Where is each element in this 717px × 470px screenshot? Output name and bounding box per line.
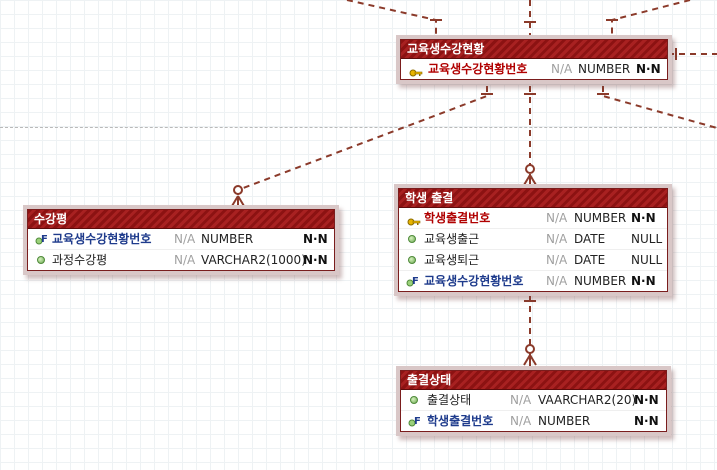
column-na: N/A [546, 274, 568, 288]
entity-attendance-title: 학생 출결 [399, 189, 667, 208]
column-constraint: N·N [634, 414, 659, 428]
column-type: NUMBER [574, 211, 627, 225]
key-icon [409, 64, 423, 77]
column-name: 교육생수강현황번호 [428, 62, 528, 76]
column-na: N/A [174, 232, 196, 246]
column-row[interactable]: 교육생수강현황번호 N/A NUMBER N·N [401, 59, 667, 79]
column-type: NUMBER [574, 274, 627, 288]
entity-attendance[interactable]: 학생 출결 학생출결번호 N/A NUMBER N·N 교육생출근 N/A DA… [398, 188, 668, 292]
column-na: N/A [551, 62, 573, 76]
column-type: VAARCHAR2(20) [538, 393, 637, 407]
column-na: N/A [510, 393, 532, 407]
column-na: N/A [546, 211, 568, 225]
column-type: NUMBER [578, 62, 631, 76]
column-type: NUMBER [538, 414, 591, 428]
relationship-offscreen-right-top [606, 0, 691, 38]
column-type: NUMBER [201, 232, 254, 246]
entity-course-review-title: 수강평 [28, 210, 334, 229]
column-name: 출결상태 [427, 393, 472, 407]
column-row[interactable]: F 교육생수강현황번호 N/A NUMBER N·N [28, 229, 334, 249]
column-row[interactable]: 출결상태 N/A VAARCHAR2(20) N·N [401, 390, 666, 410]
relationship-offscreen-top [524, 0, 536, 38]
column-row[interactable]: F 학생출결번호 N/A NUMBER N·N [401, 410, 666, 431]
column-type: VARCHAR2(1000) [201, 253, 306, 267]
relationship-enrollment-attendance [523, 86, 537, 186]
attribute-dot-icon [408, 256, 416, 264]
column-name: 학생출결번호 [424, 211, 491, 225]
column-row[interactable]: 교육생퇴근 N/A DATE NULL [399, 249, 667, 270]
column-constraint: N·N [303, 232, 328, 246]
entity-course-review[interactable]: 수강평 F 교육생수강현황번호 N/A NUMBER N·N 과정수강평 N/A… [27, 209, 335, 271]
column-row[interactable]: 교육생출근 N/A DATE NULL [399, 228, 667, 249]
column-na: N/A [510, 414, 532, 428]
relationship-offscreen-right [668, 48, 717, 60]
column-constraint: N·N [636, 62, 661, 76]
column-name: 학생출결번호 [427, 414, 494, 428]
entity-enrollment[interactable]: 교육생수강현황 교육생수강현황번호 N/A NUMBER N·N [400, 39, 668, 80]
column-constraint: N·N [631, 274, 656, 288]
column-constraint: NULL [631, 253, 663, 267]
column-na: N/A [546, 232, 568, 246]
column-na: N/A [174, 253, 196, 267]
column-row[interactable]: 과정수강평 N/A VARCHAR2(1000) N·N [28, 249, 334, 270]
column-constraint: N·N [303, 253, 328, 267]
relationship-attendance-status [523, 295, 537, 366]
svg-text:F: F [414, 416, 421, 427]
column-name: 교육생수강현황번호 [52, 232, 152, 246]
relationship-offscreen-right-bottom [597, 86, 717, 129]
page-break-line [0, 127, 717, 128]
entity-attendance-status[interactable]: 출결상태 출결상태 N/A VAARCHAR2(20) N·N F 학생출결번호… [400, 370, 667, 432]
column-name: 과정수강평 [52, 253, 108, 267]
attribute-dot-icon [408, 235, 416, 243]
column-row[interactable]: F 교육생수강현황번호 N/A NUMBER N·N [399, 270, 667, 291]
column-constraint: N·N [631, 211, 656, 225]
svg-text:F: F [41, 234, 48, 245]
column-name: 교육생출근 [424, 232, 480, 246]
foreign-key-icon: F [408, 414, 422, 428]
svg-text:F: F [412, 276, 419, 287]
column-row[interactable]: 학생출결번호 N/A NUMBER N·N [399, 208, 667, 228]
relationship-offscreen-left [346, 0, 442, 38]
relationship-enrollment-review [231, 86, 493, 207]
column-constraint: N·N [634, 393, 659, 407]
column-na: N/A [546, 253, 568, 267]
column-name: 교육생퇴근 [424, 253, 480, 267]
column-name: 교육생수강현황번호 [424, 274, 524, 288]
entity-attendance-status-title: 출결상태 [401, 371, 666, 390]
column-constraint: NULL [631, 232, 663, 246]
entity-enrollment-title: 교육생수강현황 [401, 40, 667, 59]
column-type: DATE [574, 232, 606, 246]
foreign-key-icon: F [406, 274, 420, 288]
key-icon [407, 213, 421, 226]
foreign-key-icon: F [35, 232, 49, 246]
attribute-dot-icon [37, 256, 45, 264]
column-type: DATE [574, 253, 606, 267]
attribute-dot-icon [410, 396, 418, 404]
